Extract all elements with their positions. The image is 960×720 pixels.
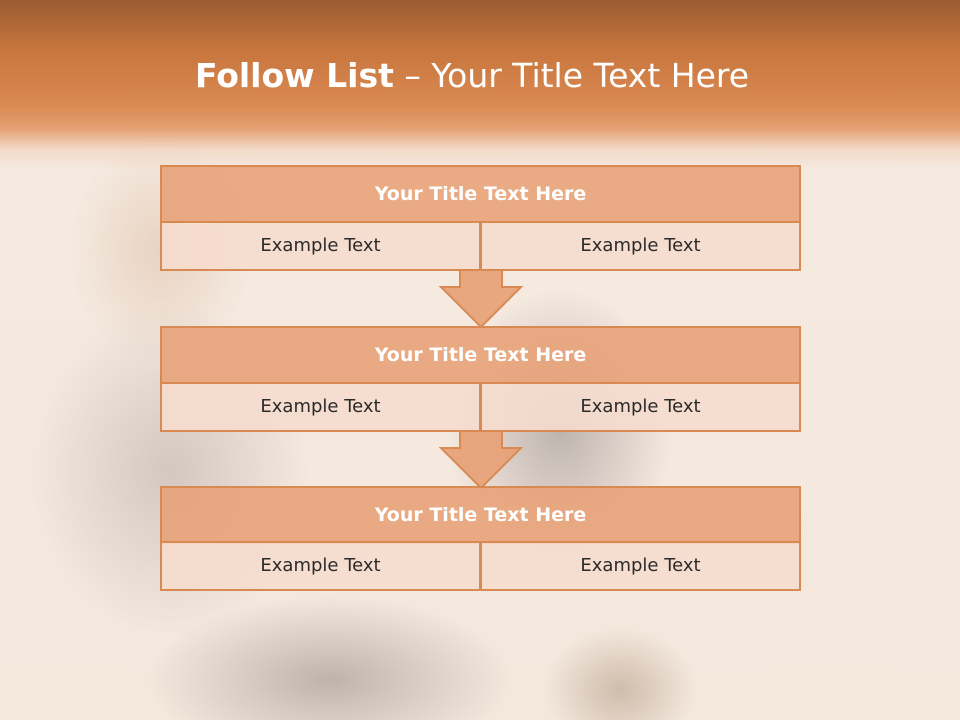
slide-title: Follow List – Your Title Text Here xyxy=(0,54,944,98)
block-1-right-cell: Example Text xyxy=(480,221,801,271)
slide-title-rest: – Your Title Text Here xyxy=(393,56,750,95)
block-2-right-cell: Example Text xyxy=(480,382,801,432)
down-arrow-icon xyxy=(438,269,524,329)
block-2-left-cell: Example Text xyxy=(160,382,481,432)
block-3-header: Your Title Text Here xyxy=(160,486,801,544)
block-3-left-cell: Example Text xyxy=(160,541,481,591)
down-arrow-icon xyxy=(438,430,524,490)
block-1-header: Your Title Text Here xyxy=(160,165,801,223)
slide-title-bold: Follow List xyxy=(194,56,394,95)
block-3-right-cell: Example Text xyxy=(480,541,801,591)
block-1-left-cell: Example Text xyxy=(160,221,481,271)
block-2-header: Your Title Text Here xyxy=(160,326,801,384)
header-band xyxy=(0,0,960,170)
